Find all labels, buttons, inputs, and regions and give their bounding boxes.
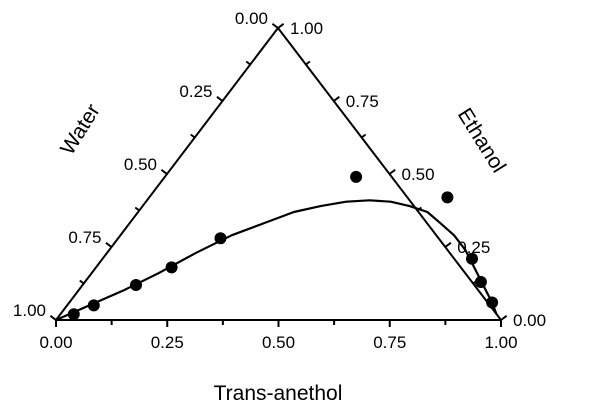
right-tick <box>388 169 396 175</box>
data-point <box>165 261 178 274</box>
left-tick-label: 1.00 <box>13 301 46 320</box>
data-point <box>350 170 363 183</box>
right-tick-label: 0.50 <box>402 165 435 184</box>
left-tick <box>134 206 140 212</box>
data-point <box>67 308 80 321</box>
left-tick <box>79 279 85 285</box>
left-tick <box>271 22 279 29</box>
right-tick <box>500 314 508 321</box>
bottom-axis-label: Trans-anethol <box>214 382 343 405</box>
right-axis-label: Ethanol <box>453 104 510 177</box>
tick-labels: 0.00 1.00 0.00 0.25 0.75 0.25 0.50 0.50 0.50 0.75… <box>13 9 546 352</box>
left-tick-label: 0.00 <box>235 9 268 28</box>
right-tick <box>277 22 285 29</box>
bottom-tick-label: 0.50 <box>262 333 295 352</box>
right-tick-label: 0.75 <box>346 92 379 111</box>
right-tick-label: 0.00 <box>513 311 546 330</box>
bottom-tick-label: 1.00 <box>484 333 517 352</box>
left-tick <box>216 96 224 102</box>
fitted-curve-layer <box>55 199 498 322</box>
bottom-tick-label: 0.75 <box>373 333 406 352</box>
bottom-tick-label: 0.25 <box>151 333 184 352</box>
data-point <box>474 276 487 288</box>
bottom-tick-label: 0.00 <box>39 333 72 352</box>
left-axis-label: Water <box>56 100 105 159</box>
right-tick-label: 1.00 <box>290 19 323 38</box>
left-tick-label: 0.25 <box>179 82 212 101</box>
left-tick <box>190 133 196 139</box>
data-point <box>486 296 499 309</box>
left-tick <box>245 60 251 66</box>
data-point <box>130 279 142 291</box>
left-tick-label: 0.75 <box>68 228 101 247</box>
data-point <box>441 191 454 204</box>
right-tick <box>333 96 340 102</box>
data-point <box>87 299 100 312</box>
right-tick <box>305 60 311 66</box>
data-points-layer <box>67 170 499 321</box>
left-tick <box>49 314 57 321</box>
fitted-curve <box>55 199 498 322</box>
tick-marks <box>49 22 508 327</box>
left-tick <box>105 242 113 248</box>
data-point <box>466 252 478 265</box>
axis-labels: Trans-anethol Water Ethanol <box>56 100 510 405</box>
left-tick <box>160 169 168 175</box>
right-tick <box>361 133 367 139</box>
right-tick <box>444 242 452 248</box>
data-point <box>214 232 227 245</box>
left-tick-label: 0.50 <box>124 155 157 174</box>
